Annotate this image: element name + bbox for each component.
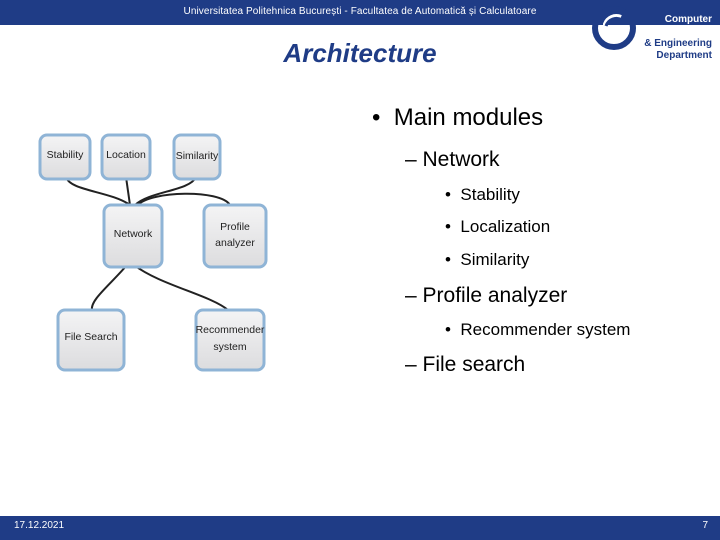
page-number: 7 [702, 520, 708, 531]
bullet-profile-analyzer: – Profile analyzer [405, 284, 568, 307]
footer-date: 17.12.2021 [14, 520, 65, 531]
bullet-file-search: – File search [405, 353, 526, 376]
node-location-label: Location [106, 149, 146, 161]
department-name: Computer Science & Engineering Departmen… [632, 14, 712, 62]
edge-network-recommender [133, 264, 229, 311]
department-line: & Engineering [644, 38, 712, 49]
node-filesearch-label: File Search [64, 331, 117, 343]
header-text: Universitatea Politehnica București - Fa… [183, 6, 537, 17]
department-line: Department [656, 50, 712, 61]
node-stability: Stability [38, 133, 92, 181]
department-line: Computer Science [664, 14, 712, 37]
footer-bar [0, 516, 720, 540]
node-profile-label: analyzer [215, 237, 255, 249]
bullet-recommender: • Recommender system [445, 320, 631, 339]
bullet-network: – Network [405, 148, 500, 171]
edge-stability-network [65, 176, 131, 206]
node-file-search: File Search [56, 308, 126, 372]
node-similarity: Similarity [172, 133, 222, 181]
edge-network-filesearch [90, 264, 128, 311]
node-stability-label: Stability [47, 149, 85, 161]
architecture-diagram: Stability Location Similarity Network Pr… [38, 133, 268, 372]
node-recommender-label: system [213, 341, 247, 353]
node-profile-label: Profile [220, 221, 250, 233]
bullet-localization: • Localization [445, 217, 551, 236]
edge-profile-network [137, 192, 231, 206]
node-recommender-system: Recommender system [194, 308, 266, 372]
bullet-stability: • Stability [445, 185, 520, 204]
node-location: Location [100, 133, 152, 181]
bullet-main-modules: • Main modules [372, 104, 544, 131]
bullet-similarity: • Similarity [445, 250, 530, 269]
edge-location-network [125, 176, 131, 206]
node-profile-analyzer: Profile analyzer [202, 203, 268, 269]
university-logo-icon [592, 6, 636, 50]
slide-title: Architecture [283, 38, 437, 68]
node-network: Network [102, 203, 164, 269]
node-similarity-label: Similarity [176, 150, 219, 162]
node-recommender-label: Recommender [196, 324, 265, 336]
node-network-label: Network [114, 228, 153, 240]
